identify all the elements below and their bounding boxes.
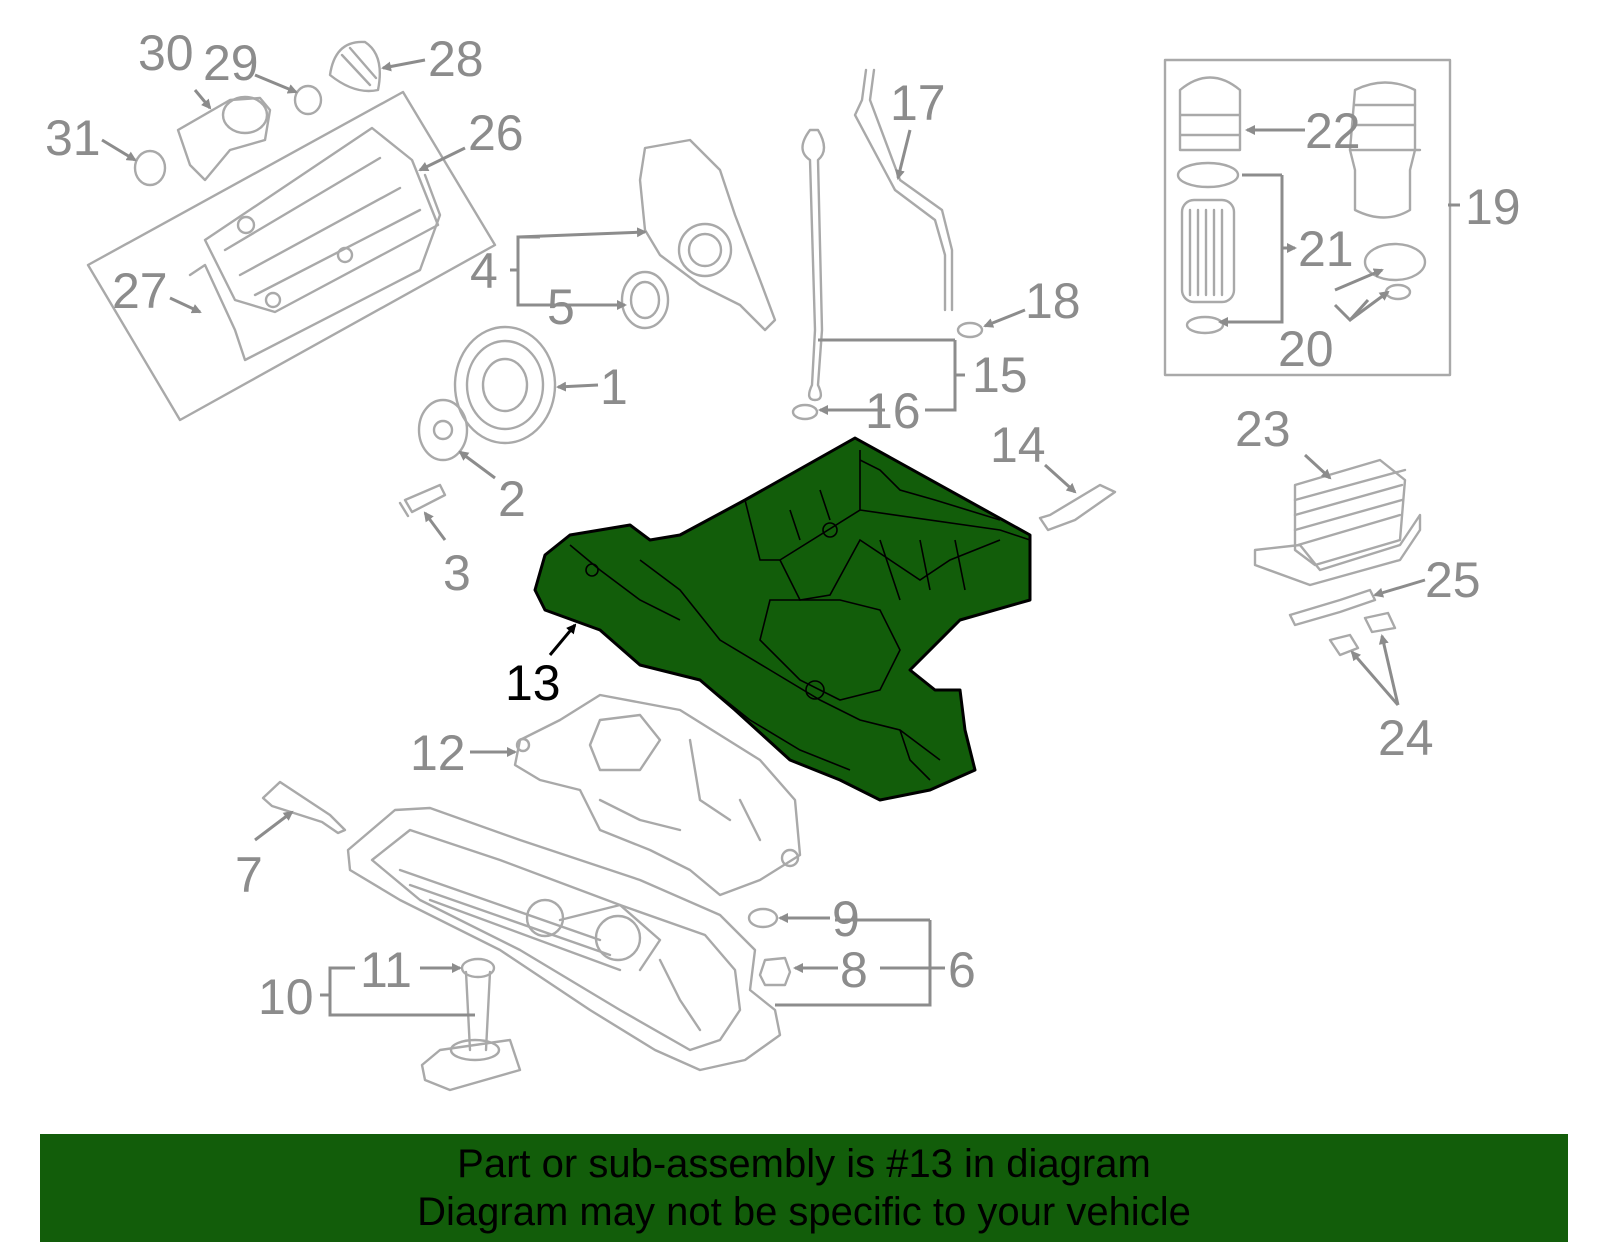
callout-20[interactable]: 20 [1278, 321, 1334, 377]
upper-oil-pan-highlighted [533, 436, 1032, 802]
callout-24[interactable]: 24 [1378, 710, 1434, 766]
bracket-lines [320, 173, 1460, 1017]
valve-cover-gasket [188, 173, 442, 362]
seal-31 [133, 149, 167, 187]
callout-6[interactable]: 6 [948, 942, 976, 998]
oil-cooler-group [1253, 458, 1422, 657]
callout-25[interactable]: 25 [1425, 552, 1481, 608]
seal-16 [791, 403, 819, 421]
upper-oil-pan [533, 436, 1032, 802]
dipstick-tube [853, 68, 954, 312]
timing-cover-group [620, 138, 777, 332]
callout-18[interactable]: 18 [1025, 273, 1081, 329]
dipstick [801, 128, 826, 402]
callout-labels: 1 2 3 4 5 6 7 8 9 10 11 12 13 14 15 16 1… [45, 25, 1521, 1025]
callout-7[interactable]: 7 [235, 847, 263, 903]
callout-27[interactable]: 27 [112, 263, 168, 319]
filter-element [1180, 198, 1236, 304]
oil-filter-box [1163, 58, 1452, 377]
bolt-3 [398, 483, 447, 518]
callout-30[interactable]: 30 [138, 25, 194, 81]
gasket-25 [1288, 588, 1377, 627]
callout-4[interactable]: 4 [470, 243, 498, 299]
callout-17[interactable]: 17 [890, 75, 946, 131]
filter-housing [1348, 81, 1417, 219]
callout-3[interactable]: 3 [443, 545, 471, 601]
baffle-12 [513, 693, 802, 897]
callout-15[interactable]: 15 [972, 347, 1028, 403]
callout-23[interactable]: 23 [1235, 401, 1291, 457]
info-banner: Part or sub-assembly is #13 in diagram D… [40, 1134, 1568, 1242]
oil-filler-neck-group [133, 40, 382, 187]
lower-oil-pan [346, 806, 782, 1072]
callout-8[interactable]: 8 [840, 942, 868, 998]
seal-9 [747, 907, 779, 929]
callout-21[interactable]: 21 [1298, 221, 1354, 277]
drain-plug-8 [758, 956, 792, 987]
sealant-tube-7 [261, 780, 347, 835]
valve-cover-group [86, 90, 497, 422]
filter-cap [1178, 76, 1242, 152]
seal-18 [956, 321, 984, 339]
oil-filter-group [1163, 58, 1452, 377]
oring-20 [1363, 242, 1427, 282]
callout-29[interactable]: 29 [203, 35, 259, 91]
valve-cover [203, 126, 440, 314]
banner-line-1: Part or sub-assembly is #13 in diagram [457, 1142, 1151, 1186]
callout-1[interactable]: 1 [600, 359, 628, 415]
callout-11[interactable]: 11 [360, 942, 412, 998]
callout-2[interactable]: 2 [498, 471, 526, 527]
oil-level-sensor [420, 957, 522, 1092]
leader-arrows [101, 58, 1426, 973]
seal-5 [620, 270, 670, 330]
filler-cap [328, 40, 382, 93]
callout-22[interactable]: 22 [1305, 103, 1361, 159]
seal-24a [1328, 633, 1360, 657]
callout-31[interactable]: 31 [45, 110, 101, 166]
callout-28[interactable]: 28 [428, 31, 484, 87]
sealant-tube-14 [1038, 483, 1117, 532]
plate-2 [417, 398, 469, 462]
dipstick-group [791, 68, 984, 421]
callout-14[interactable]: 14 [990, 417, 1046, 473]
callout-10[interactable]: 10 [258, 969, 314, 1025]
callout-9[interactable]: 9 [832, 891, 860, 947]
callout-12[interactable]: 12 [410, 725, 466, 781]
callout-19[interactable]: 19 [1465, 179, 1521, 235]
callout-13[interactable]: 13 [505, 655, 561, 711]
callout-26[interactable]: 26 [468, 105, 524, 161]
crank-pulley [453, 325, 557, 445]
pulley-group [398, 325, 557, 518]
baffle-group [513, 693, 802, 897]
cooler-base [1253, 513, 1422, 587]
seal-29 [293, 84, 323, 116]
lower-oil-pan-group [346, 806, 792, 1072]
valve-cover-box [86, 90, 497, 422]
callout-16[interactable]: 16 [865, 383, 921, 439]
banner-line-2: Diagram may not be specific to your vehi… [417, 1190, 1191, 1234]
oil-cooler [1293, 458, 1407, 567]
seal-24b [1363, 611, 1397, 634]
filler-neck [176, 96, 272, 182]
callout-5[interactable]: 5 [547, 279, 575, 335]
oring-21 [1176, 161, 1240, 189]
